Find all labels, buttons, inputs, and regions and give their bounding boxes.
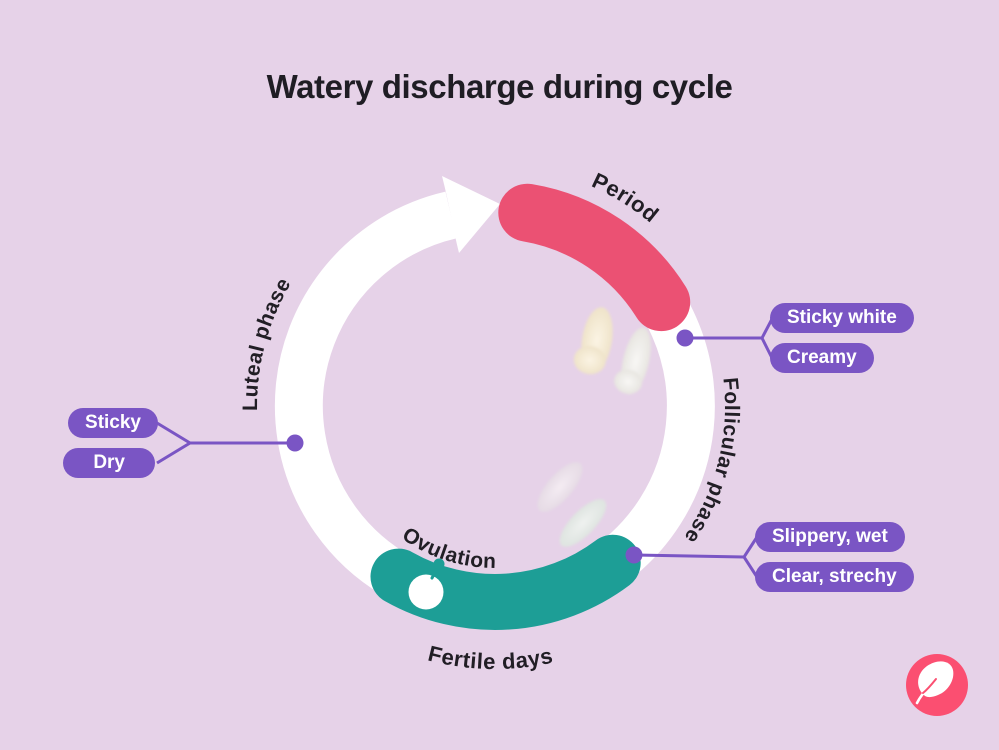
ovulation-marker	[408, 574, 444, 610]
discharge-smears	[537, 307, 651, 547]
callout-connectors	[156, 318, 774, 578]
page-title: Watery discharge during cycle	[266, 68, 733, 105]
callout-pill-creamy: Creamy	[770, 343, 874, 373]
flo-logo	[906, 654, 968, 716]
connector-dot-follicular	[676, 329, 694, 347]
slippery-wet-smear	[537, 462, 583, 512]
connector-dot-ovulation	[625, 546, 643, 564]
callout-pill-clear-strechy: Clear, strechy	[755, 562, 914, 592]
creamy-smear	[573, 307, 613, 375]
callout-connector-ovulation	[633, 536, 759, 578]
callout-connector-follicular	[685, 318, 774, 359]
callout-pill-slippery-wet: Slippery, wet	[755, 522, 905, 552]
callout-pill-sticky: Sticky	[68, 408, 158, 438]
period-arc	[498, 183, 691, 332]
feather-barb	[922, 678, 937, 694]
ovulation-pointer-dot	[433, 558, 445, 570]
fertile-days-label: Fertile days	[426, 641, 555, 674]
clear-stretchy-smear	[559, 499, 607, 547]
callout-pill-sticky-white: Sticky white	[770, 303, 914, 333]
sticky-white-smear	[614, 327, 651, 395]
callout-pill-dry: Dry	[63, 448, 155, 478]
connector-dot-luteal	[286, 434, 304, 452]
callout-connector-luteal	[156, 421, 295, 465]
cycle-arrow-icon	[442, 176, 500, 253]
